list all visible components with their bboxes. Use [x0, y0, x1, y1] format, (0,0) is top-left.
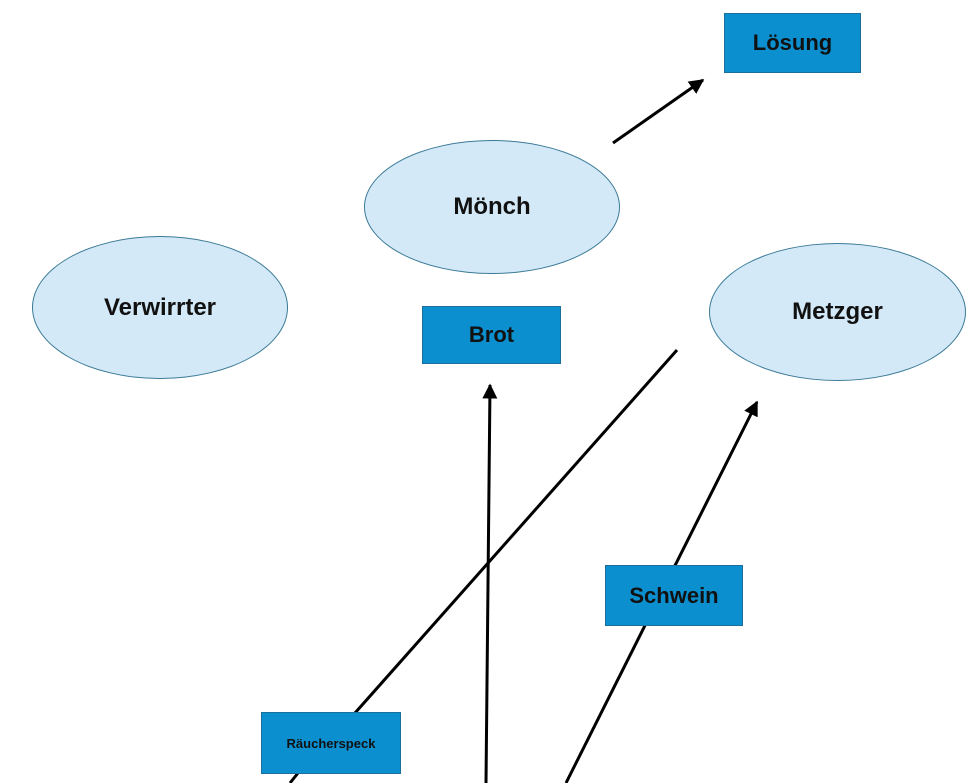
metzger-ellipse: Metzger: [709, 243, 966, 381]
arrow-bottom-to-brot: [482, 383, 498, 783]
loesung-label: Lösung: [752, 30, 833, 55]
metzger-label: Metzger: [792, 298, 883, 325]
brot-label: Brot: [468, 322, 515, 347]
verwirrter-label: Verwirrter: [103, 293, 217, 321]
loesung-box: Lösung: [724, 13, 861, 73]
schwein-label: Schwein: [629, 582, 719, 608]
verwirrter-ellipse: Verwirrter: [32, 236, 288, 379]
moench-label: Mönch: [453, 193, 531, 220]
line-metzger-to-raeucherspeck: [353, 349, 679, 714]
arrow-moench-to-loesung: [612, 78, 705, 145]
raeucherspeck-label: Räucherspeck: [286, 735, 376, 751]
moench-ellipse: Mönch: [364, 140, 620, 274]
brot-box: Brot: [422, 306, 561, 364]
schwein-box: Schwein: [605, 565, 743, 626]
raeucherspeck-box: Räucherspeck: [261, 712, 401, 774]
